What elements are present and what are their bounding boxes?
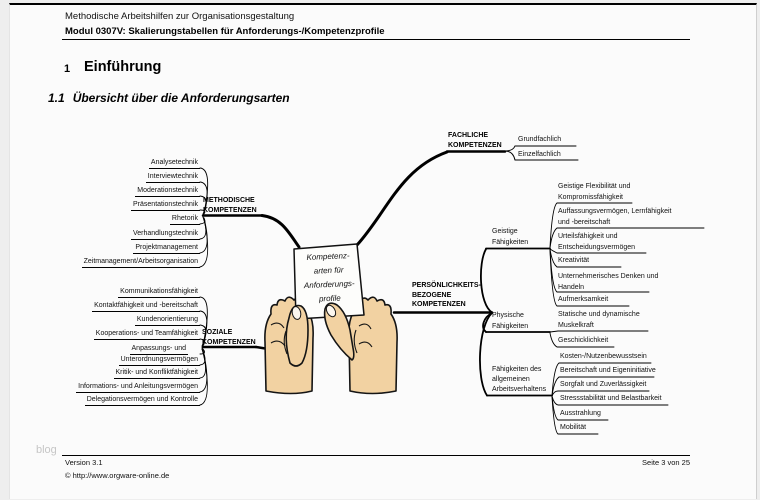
document-subtitle: Methodische Arbeitshilfen zur Organisati…	[65, 11, 295, 22]
map-item: Kooperations- und Teamfähigkeit	[93, 329, 200, 340]
branch-label-fachliche: FACHLICHE KOMPETENZEN	[448, 132, 502, 149]
watermark: blog	[36, 444, 57, 456]
map-item: Unterordnungsvermögen	[118, 355, 200, 366]
map-item: Präsentationstechnik	[131, 200, 200, 211]
right-thumb-nail	[325, 304, 337, 318]
map-item: Zeitmanagement/Arbeitsorganisation	[81, 257, 200, 268]
map-item: Informations- und Anleitungsvermögen	[76, 382, 200, 393]
map-item: Bereitschaft und Eigeninitiative	[560, 367, 656, 374]
footer-rule	[62, 455, 690, 456]
map-item: Ausstrahlung	[560, 410, 601, 417]
right-thumb	[323, 302, 355, 361]
footer-version: Version 3.1	[65, 458, 103, 467]
document-title: Modul 0307V: Skalierungstabellen für Anf…	[65, 26, 385, 37]
map-item: Delegationsvermögen und Kontrolle	[84, 395, 200, 406]
branch-label-soziale: SOZIALE KOMPETENZEN	[202, 329, 256, 346]
map-item: Geschicklichkeit	[558, 337, 609, 344]
subbranch-label-geistige: Geistige Fähigkeiten	[492, 228, 529, 246]
map-item: Moderationstechnik	[135, 186, 200, 197]
subbranch-label-arbeitsverhalten: Fähigkeiten des allgemeinen Arbeitsverha…	[492, 366, 547, 393]
left-thumb	[285, 304, 309, 367]
heading1-number: 1	[64, 63, 71, 75]
map-item: Anpassungs- und	[129, 344, 188, 355]
subbranch-label-physische: Physische Fähigkeiten	[492, 312, 529, 330]
map-item: Interviewtechnik	[145, 172, 200, 183]
heading2-title: Übersicht über die Anforderungsarten	[72, 91, 290, 105]
heading2-number: 1.1	[48, 91, 65, 105]
map-item: Sorgfalt und Zuverlässigkeit	[560, 381, 647, 388]
map-item: Analysetechnik	[148, 158, 200, 169]
map-item: Kundenorientierung	[134, 315, 200, 326]
left-thumb-nail	[291, 306, 302, 320]
heading2: 1.1 Übersicht über die Anforderungsarten	[48, 91, 290, 105]
footer-page-number: Seite 3 von 25	[642, 458, 690, 467]
paper-sheet	[293, 243, 365, 320]
map-item: Grundfachlich	[518, 136, 562, 143]
knuckle-lines	[270, 322, 373, 355]
map-item: Kontaktfähigkeit und -bereitschaft	[92, 301, 200, 312]
map-item: Stressstabilität und Belastbarkeit	[560, 395, 662, 402]
document-page	[9, 3, 757, 499]
heading1-title: Einführung	[84, 59, 162, 75]
footer-copyright: © http://www.orgware-online.de	[65, 471, 170, 480]
map-item: Kreativität	[558, 257, 590, 264]
map-item: Rhetorik	[169, 214, 200, 225]
map-item: Kritik- und Konfliktfähigkeit	[113, 368, 200, 379]
branch-label-persoenlichkeit: PERSÖNLICHKEITS- BEZOGENE KOMPETENZEN	[412, 282, 481, 308]
map-item: Einzelfachlich	[518, 151, 561, 158]
map-item: Kommunikationsfähigkeit	[118, 287, 200, 298]
map-item: Mobilität	[560, 424, 587, 431]
map-item: Aufmerksamkeit	[558, 296, 609, 303]
map-item: Projektmanagement	[133, 243, 200, 254]
map-item: Verhandlungstechnik	[131, 229, 200, 240]
header-rule	[62, 39, 690, 40]
branch-label-methodische: METHODISCHE KOMPETENZEN	[203, 197, 257, 214]
map-item: Kosten-/Nutzenbewusstsein	[560, 353, 647, 360]
